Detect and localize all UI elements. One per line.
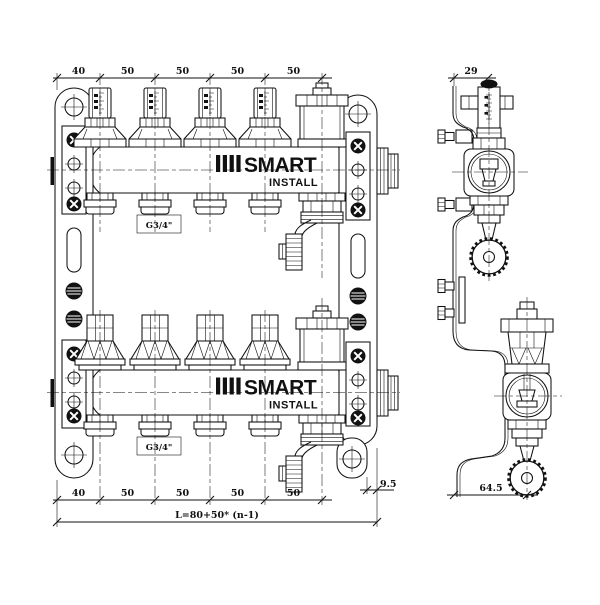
screw-icon — [349, 409, 367, 427]
brand-logo-top: SMART INSTALL — [216, 154, 318, 189]
end-fitting-top — [376, 147, 399, 195]
dim-label: 40 — [72, 66, 86, 77]
dim-label: 50 — [287, 488, 301, 499]
brand-name: SMART — [244, 377, 317, 400]
bolt-icon — [437, 197, 455, 212]
drain-valve-bottom — [278, 414, 346, 493]
dimension-top: 40 50 50 50 50 — [52, 66, 332, 90]
front-view: SMART INSTALL SMART INSTALL G3/4" G3/4" — [47, 66, 400, 527]
brand-subtitle: INSTALL — [269, 400, 318, 412]
brand-logo-bottom: SMART INSTALL — [216, 377, 318, 412]
dimension-side-bottom: 64.5 — [447, 483, 538, 500]
dim-label: 50 — [121, 66, 135, 77]
dim-label: 50 — [176, 488, 190, 499]
port-size-text: G3/4" — [146, 221, 173, 231]
screw-icon — [349, 201, 367, 219]
brand-subtitle: INSTALL — [269, 177, 318, 189]
logo-bars-icon — [216, 155, 241, 172]
side-view: 29 64.5 — [437, 66, 562, 500]
port-label-bottom: G3/4" — [136, 436, 182, 456]
end-fitting-bottom — [376, 369, 399, 417]
knurled-screw-icon — [348, 286, 368, 306]
dim-label: 50 — [231, 66, 245, 77]
bolt-icon — [437, 278, 455, 294]
dimension-offset: 9.5 — [360, 477, 397, 495]
centerlines-side — [452, 79, 562, 500]
screw-icon — [65, 407, 83, 425]
offset-label: 9.5 — [380, 479, 397, 490]
dim-label: 50 — [287, 66, 301, 77]
bolt-icon — [437, 305, 455, 321]
dimension-bottom: 40 50 50 50 50 — [52, 480, 332, 527]
dim-label: 50 — [176, 66, 190, 77]
dim-label: 50 — [121, 488, 135, 499]
bolt-icon — [437, 129, 455, 144]
air-vent-top — [295, 82, 349, 148]
drain-valve-top — [278, 192, 346, 271]
knurled-screw-icon — [348, 312, 368, 332]
dim-label: 40 — [72, 488, 86, 499]
length-formula: L=80+50* (n-1) — [175, 510, 259, 521]
logo-bars-icon — [216, 377, 241, 395]
brand-name: SMART — [244, 154, 317, 177]
screw-icon — [349, 347, 367, 365]
knurled-screw-icon — [64, 309, 84, 329]
port-label-top: G3/4" — [136, 214, 182, 234]
dim-label: 29 — [464, 66, 478, 77]
screw-icon — [65, 195, 83, 213]
mounting-bracket-right — [336, 94, 378, 479]
knurled-screw-icon — [64, 281, 84, 301]
port-size-text: G3/4" — [146, 443, 173, 453]
side-flow-assembly — [460, 79, 515, 277]
dimension-side-top: 29 — [448, 66, 496, 86]
screw-icon — [349, 137, 367, 155]
mounting-bracket-left — [50, 87, 94, 479]
dim-label: 50 — [231, 488, 245, 499]
dimension-length: L=80+50* (n-1) — [52, 448, 382, 527]
dim-label: 64.5 — [479, 483, 502, 494]
